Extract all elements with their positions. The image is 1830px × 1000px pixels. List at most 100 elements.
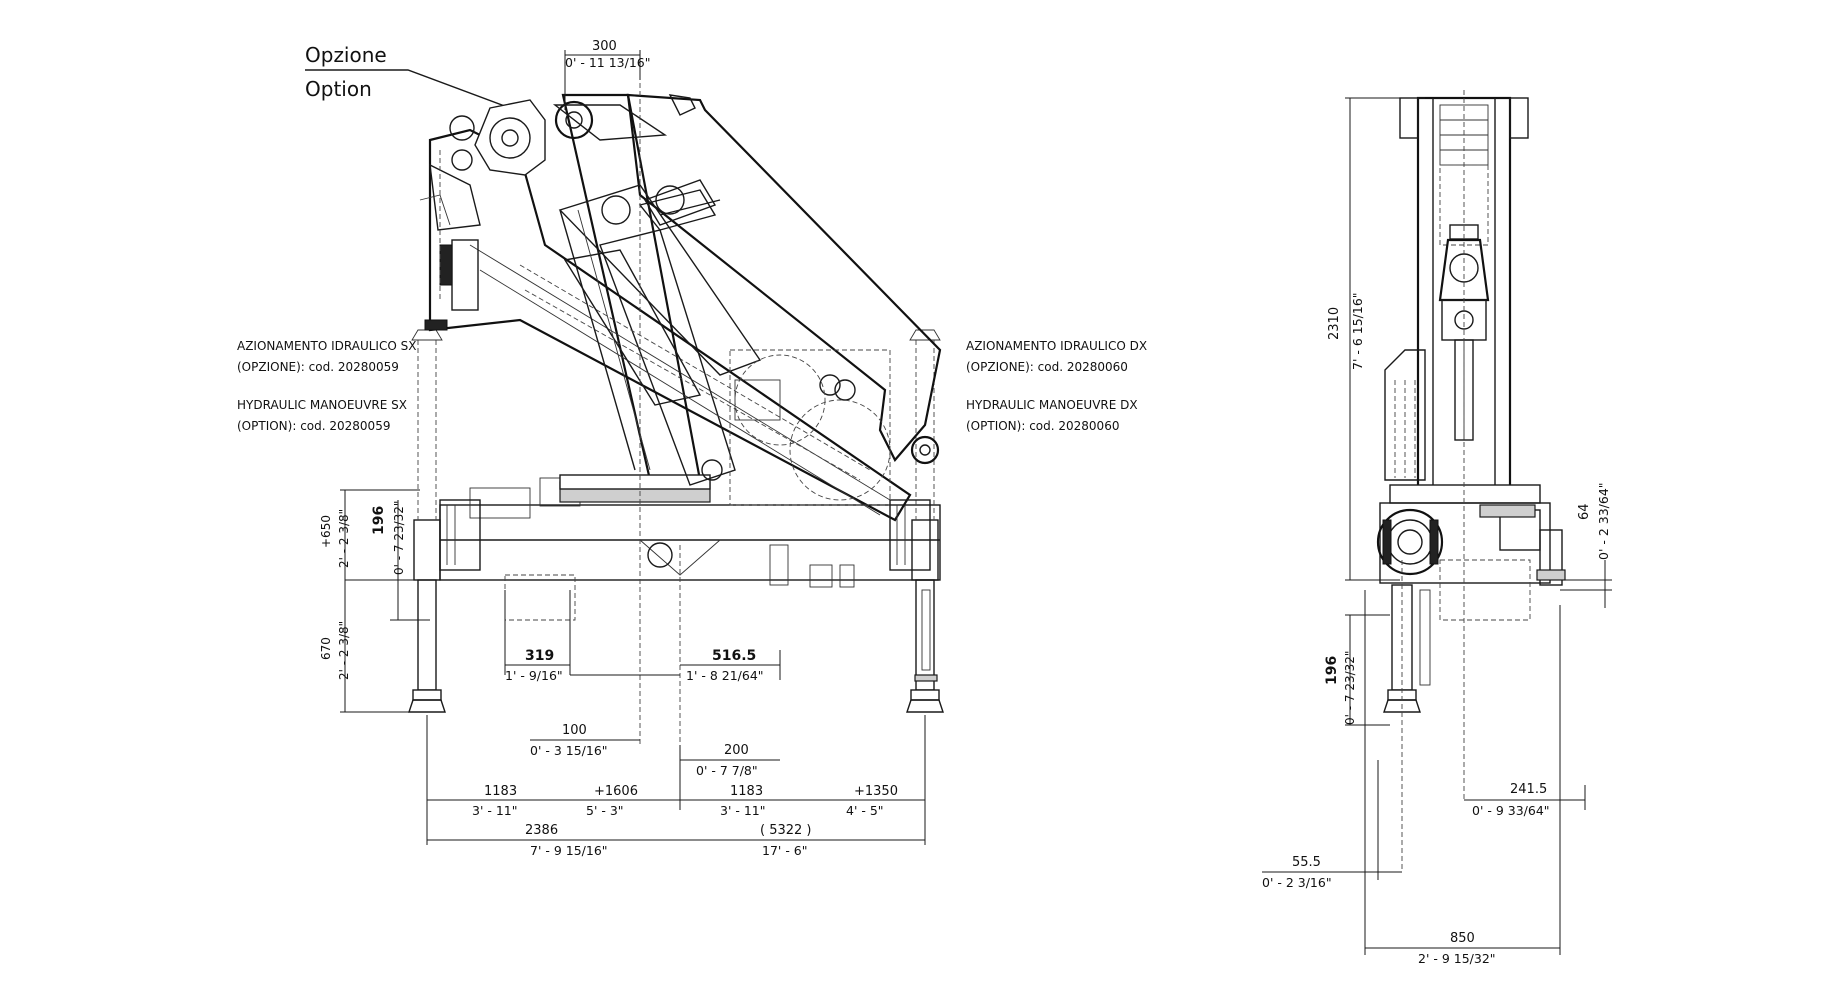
note-sx-line1: AZIONAMENTO IDRAULICO SX xyxy=(237,339,416,353)
dim-100-value: 100 xyxy=(562,723,587,738)
right-stabilizer-housing xyxy=(911,519,939,581)
main-boom xyxy=(626,93,942,465)
link-arm xyxy=(563,249,702,406)
column-head xyxy=(552,104,668,141)
right-stabilizer-cylinder xyxy=(921,589,931,671)
slew-pinion xyxy=(647,542,673,568)
main-boom-tip-pin xyxy=(910,435,940,465)
note-dx-line1: AZIONAMENTO IDRAULICO DX xyxy=(966,339,1147,353)
dim-1350-imperial: 4' - 5" xyxy=(846,803,884,818)
hydraulic-filter xyxy=(769,544,789,586)
front-right-valve xyxy=(1539,529,1563,586)
main-boom-pin xyxy=(655,185,685,215)
dim-2386-imperial: 7' - 9 15/16" xyxy=(530,843,608,858)
dim-196-side-imperial: 0' - 7 23/32" xyxy=(392,501,406,575)
secondary-boom-cylinder-mount xyxy=(451,239,479,311)
dim-1183a-imperial: 3' - 11" xyxy=(472,803,518,818)
note-dx-line2: (OPZIONE): cod. 20280060 xyxy=(966,360,1128,374)
dim-55-imperial: 0' - 2 3/16" xyxy=(1262,875,1332,890)
front-cylinder-head xyxy=(1438,238,1490,302)
dim-1606-value: +1606 xyxy=(594,784,638,799)
left-stabilizer-leg xyxy=(417,579,437,691)
linkage-plate xyxy=(734,379,781,421)
extension-cylinder xyxy=(558,184,891,506)
control-levers xyxy=(439,499,931,571)
dim-670-imperial: 2' - 2 3/8" xyxy=(337,621,351,680)
dim-850-imperial: 2' - 9 15/32" xyxy=(1418,951,1496,966)
winch-pulley xyxy=(449,115,475,141)
dim-516-value: 516.5 xyxy=(712,648,756,664)
dim-100-imperial: 0' - 3 15/16" xyxy=(530,743,608,758)
main-boom-bracket xyxy=(643,179,717,226)
dim-1183a-value: 1183 xyxy=(484,784,517,799)
right-stabilizer-foot xyxy=(910,689,940,701)
dim-64-value: 64 xyxy=(1577,503,1592,520)
note-dx-line3: HYDRAULIC MANOEUVRE DX xyxy=(966,398,1138,412)
crane-column xyxy=(552,93,711,490)
range-dashed-box xyxy=(729,349,891,506)
dim-200-imperial: 0' - 7 7/8" xyxy=(696,763,758,778)
dim-64-imperial: 0' - 2 33/64" xyxy=(1596,482,1611,560)
dim-850-value: 850 xyxy=(1450,931,1475,946)
dim-1606-imperial: 5' - 3" xyxy=(586,803,624,818)
winch-housing xyxy=(474,99,546,176)
rotor-dash-circle-b xyxy=(789,399,891,501)
winch-drum xyxy=(489,117,531,159)
front-base xyxy=(1379,502,1551,584)
dim-516-imperial: 1' - 8 21/64" xyxy=(686,668,764,683)
main-lift-cylinder xyxy=(599,195,736,486)
right-control-bank xyxy=(889,499,931,571)
option-label-it: Opzione xyxy=(305,43,387,67)
front-base-dashed xyxy=(1439,559,1531,621)
dim-5322-value: ( 5322 ) xyxy=(760,823,812,838)
option-winch xyxy=(439,99,546,300)
dim-2310-imperial: 7' - 6 15/16" xyxy=(1350,292,1365,370)
note-dx-line4: (OPTION): cod. 20280060 xyxy=(966,419,1119,433)
lift-cylinder-body xyxy=(599,229,736,486)
dim-319-imperial: 1' - 9/16" xyxy=(505,668,563,683)
dim-241-value: 241.5 xyxy=(1510,782,1547,797)
dim-196-side-value: 196 xyxy=(371,506,387,535)
note-sx-line3: HYDRAULIC MANOEUVRE SX xyxy=(237,398,407,412)
front-view-dimensions: 2310 7' - 6 15/16" 64 0' - 2 33/64" 196 … xyxy=(1262,97,1612,966)
dim-1350-value: +1350 xyxy=(854,784,898,799)
lift-cylinder-top-pin xyxy=(601,195,631,225)
dim-650-value: +650 xyxy=(319,515,333,548)
base-gusset xyxy=(639,539,721,576)
left-stabilizer-foot xyxy=(412,689,442,701)
column-body xyxy=(561,93,702,482)
lift-cylinder-bottom-pin xyxy=(701,459,723,481)
option-callout: Opzione Option xyxy=(305,43,511,109)
dim-300-value: 300 xyxy=(592,39,617,54)
side-view-dimensions: 300 0' - 11 13/16" +650 2' - 2 3/8" 196 … xyxy=(319,39,926,858)
secondary-boom-pin xyxy=(451,149,473,171)
dim-650-imperial: 2' - 2 3/8" xyxy=(337,509,351,568)
dim-196-front-value: 196 xyxy=(1324,656,1340,685)
dim-319-value: 319 xyxy=(525,648,554,664)
dim-2386-value: 2386 xyxy=(525,823,558,838)
oil-tank-outline xyxy=(504,574,576,621)
front-stabilizer-cylinder xyxy=(1419,589,1431,686)
left-control-bank xyxy=(439,499,481,571)
column-base-plate xyxy=(559,474,711,490)
main-boom-body xyxy=(626,93,942,462)
dim-1183b-imperial: 3' - 11" xyxy=(720,803,766,818)
fitting-block xyxy=(809,564,833,588)
front-turntable xyxy=(1389,484,1541,504)
fitting-block-2 xyxy=(839,564,855,588)
front-hose-bundle xyxy=(1384,349,1426,481)
dim-55-value: 55.5 xyxy=(1292,855,1321,870)
secondary-boom xyxy=(419,128,912,522)
crane-side-view xyxy=(408,75,944,745)
right-stabilizer xyxy=(906,329,944,713)
dim-1183b-value: 1183 xyxy=(730,784,763,799)
front-slewing-motor xyxy=(1376,508,1444,576)
right-stabilizer-pad xyxy=(906,699,944,713)
dim-2310-value: 2310 xyxy=(1327,307,1342,340)
dim-5322-imperial: 17' - 6" xyxy=(762,843,808,858)
option-label-en: Option xyxy=(305,77,372,101)
left-stabilizer-raised-pad xyxy=(411,329,443,341)
left-stabilizer-pad xyxy=(408,699,446,713)
dim-196-front-imperial: 0' - 7 23/32" xyxy=(1343,651,1357,725)
left-stabilizer-housing xyxy=(413,519,441,581)
